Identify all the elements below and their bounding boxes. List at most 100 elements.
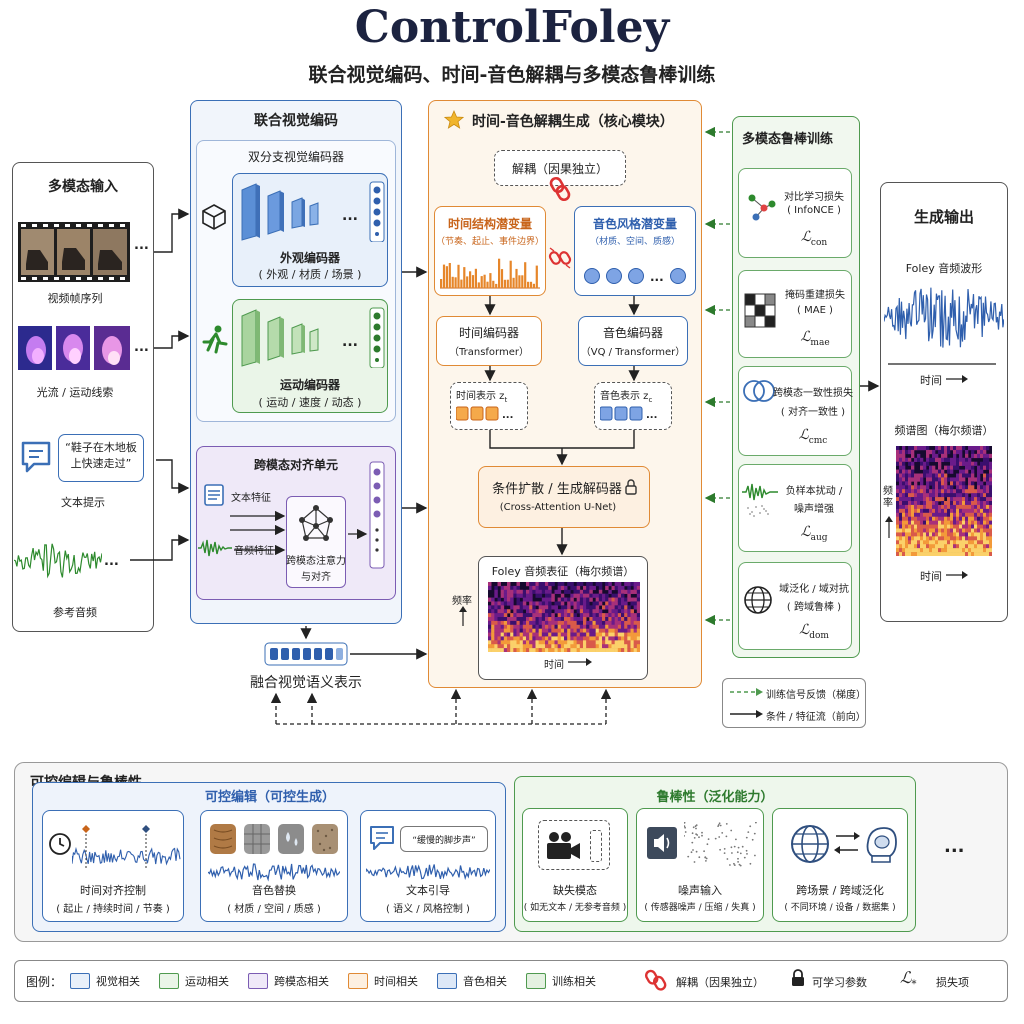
temporal-bar-5 bbox=[454, 277, 457, 288]
foley-spectrogram-cell bbox=[526, 644, 530, 649]
foley-spectrogram-cell bbox=[551, 648, 555, 652]
foley-spectrogram-cell bbox=[491, 632, 495, 637]
training-sub-1: ( MAE ) bbox=[797, 305, 833, 316]
foley-spectrogram-cell bbox=[621, 585, 625, 591]
training-title-1: 掩码重建损失 bbox=[785, 290, 845, 301]
output-spectrogram-cell bbox=[923, 501, 927, 506]
loss-symbol-1: ℒ bbox=[800, 329, 811, 345]
foley-spectrogram-cell bbox=[529, 605, 533, 610]
foley-spectrogram-cell bbox=[576, 585, 581, 591]
output-spectrogram-cell bbox=[908, 536, 912, 541]
output-spectrogram-cell bbox=[941, 516, 945, 521]
foley-spectrogram-cell bbox=[548, 628, 552, 633]
foley-spectrogram-cell bbox=[636, 636, 640, 641]
output-spectrogram-cell bbox=[896, 457, 900, 463]
foley-spectrogram-cell bbox=[497, 624, 501, 629]
foley-spectrogram-cell bbox=[545, 582, 549, 587]
output-spectrogram-cell bbox=[989, 493, 992, 498]
foley-spectrogram-cell bbox=[548, 624, 552, 629]
output-spectrogram-cell bbox=[917, 489, 921, 494]
foley-spectrogram-cell bbox=[576, 617, 581, 622]
output-spectrogram-cell bbox=[902, 544, 906, 549]
foley-spectrogram-cell bbox=[538, 624, 543, 629]
output-spectrogram-cell bbox=[950, 528, 954, 533]
foley-spectrogram-cell bbox=[602, 636, 606, 641]
robust-item-sub-1: ( 传感器噪声 / 压缩 / 失真 ) bbox=[644, 903, 756, 913]
foley-spectrogram-cell bbox=[621, 597, 625, 602]
foley-spectrogram-cell bbox=[526, 636, 530, 641]
output-spectrogram-cell bbox=[953, 536, 957, 541]
output-spectrogram-cell bbox=[983, 528, 987, 533]
training-loss-1: ℒmae bbox=[778, 329, 852, 348]
temporal-bar-3 bbox=[448, 263, 451, 288]
output-spectrogram-cell bbox=[965, 457, 969, 463]
output-spectrogram-cell bbox=[983, 536, 987, 541]
foley-spectrogram-cell bbox=[605, 605, 609, 610]
output-spectrogram-cell bbox=[968, 548, 972, 553]
foley-spectrogram-cell bbox=[519, 613, 524, 618]
foley-spectrogram-cell bbox=[510, 597, 514, 602]
output-spectrogram-cell bbox=[941, 548, 945, 553]
foley-spectrogram-cell bbox=[608, 620, 612, 626]
foley-spectrogram-cell bbox=[621, 648, 625, 652]
output-spectrogram-cell bbox=[896, 501, 900, 506]
output-spectrogram-cell bbox=[938, 504, 942, 510]
output-spectrogram-cell bbox=[962, 461, 966, 466]
output-spectrogram-cell bbox=[962, 493, 966, 498]
foley-spectrogram-cell bbox=[532, 648, 536, 652]
foley-spectrogram-cell bbox=[586, 597, 590, 602]
edit-item-sub-1: ( 材质 / 空间 / 质感 ) bbox=[227, 904, 321, 915]
output-spectrogram-cell bbox=[917, 520, 921, 525]
foley-spectrogram-cell bbox=[598, 644, 603, 649]
output-spectrogram-cell bbox=[923, 473, 927, 478]
output-spectrogram-cell bbox=[920, 532, 924, 537]
foley-spectrogram-cell bbox=[545, 589, 549, 594]
noise-dot-59 bbox=[746, 853, 748, 855]
output-spectrogram-cell bbox=[926, 524, 930, 529]
foley-spectrogram-cell bbox=[503, 589, 508, 594]
output-spectrogram-cell bbox=[896, 469, 900, 474]
speaker-icon bbox=[647, 827, 677, 859]
output-spectrogram-cell bbox=[989, 536, 992, 541]
foley-spectrogram-cell bbox=[529, 617, 533, 622]
foley-spectrogram-cell bbox=[602, 620, 606, 626]
foley-spectrogram-cell bbox=[507, 640, 511, 645]
output-spectrogram-cell bbox=[899, 457, 903, 463]
foley-spectrogram-cell bbox=[617, 601, 622, 606]
timbre-repr-label: 音色表示 zc bbox=[600, 387, 652, 404]
foley-spectrogram-cell bbox=[589, 582, 593, 587]
output-spectrogram-cell bbox=[965, 504, 969, 510]
output-spectrogram-cell bbox=[908, 508, 912, 514]
foley-spectrogram-cell bbox=[494, 624, 498, 629]
foley-spectrogram-cell bbox=[576, 597, 581, 602]
foley-spectrogram-cell bbox=[560, 617, 565, 622]
foley-spectrogram-cell bbox=[595, 613, 600, 618]
legend-text-5: 训练相关 bbox=[552, 975, 596, 988]
output-spectrogram-cell bbox=[974, 446, 978, 451]
foley-spectrogram-cell bbox=[500, 624, 505, 629]
foley-spectrogram-cell bbox=[627, 628, 631, 633]
foley-spectrogram-cell bbox=[605, 582, 609, 587]
chain-link-icon bbox=[549, 176, 571, 202]
output-spectrogram-cell bbox=[935, 473, 939, 478]
output-spectrogram-cell bbox=[980, 481, 984, 486]
foley-spectrogram-cell bbox=[602, 648, 606, 652]
foley-spectrogram-cell bbox=[526, 593, 530, 598]
output-spectrogram-cell bbox=[914, 501, 918, 506]
output-spectrogram-cell bbox=[911, 489, 915, 494]
output-spectrogram-cell bbox=[953, 465, 957, 470]
output-spectrogram-cell bbox=[971, 508, 975, 514]
noise-dot-38 bbox=[695, 827, 697, 830]
output-spectrogram-cell bbox=[959, 457, 963, 463]
core-time-arrow bbox=[568, 658, 592, 666]
output-spectrogram-cell bbox=[905, 540, 909, 545]
output-spectrogram-cell bbox=[947, 528, 951, 533]
output-spectrogram-cell bbox=[944, 477, 948, 482]
output-spectrogram-cell bbox=[899, 481, 903, 486]
foley-spectrogram-cell bbox=[519, 628, 524, 633]
output-spectrogram-cell bbox=[959, 552, 963, 556]
foley-spectrogram-cell bbox=[503, 585, 508, 591]
output-spectrogram-cell bbox=[941, 552, 945, 556]
noise-dot-35 bbox=[714, 837, 717, 840]
foley-spectrogram-cell bbox=[522, 644, 527, 649]
